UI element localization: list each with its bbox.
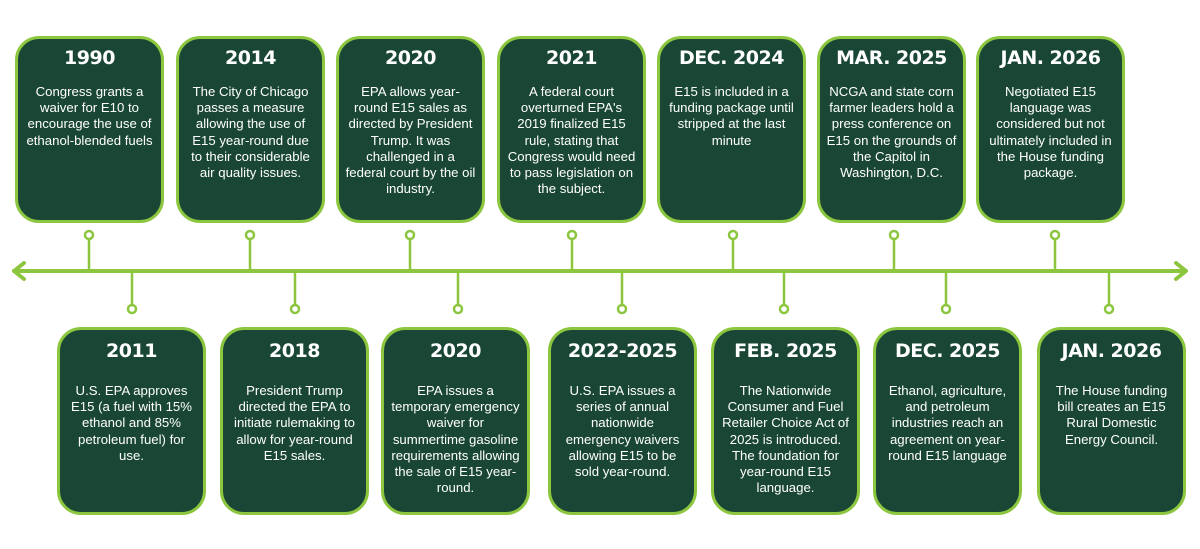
event-date: 2018 <box>269 340 320 362</box>
event-description: U.S. EPA issues a series of annual natio… <box>565 383 680 480</box>
event-date: 2020 <box>385 47 436 69</box>
event-date: MAR. 2025 <box>836 47 947 69</box>
event-date: JAN. 2026 <box>1000 47 1101 69</box>
event-description: Ethanol, agriculture, and petroleum indu… <box>888 383 1007 463</box>
timeline-event-2011: 2011 U.S. EPA approves E15 (a fuel with … <box>57 327 206 515</box>
event-description: The Nationwide Consumer and Fuel Retaile… <box>722 383 849 496</box>
event-date: JAN. 2026 <box>1061 340 1162 362</box>
event-description: Congress grants a waiver for E10 to enco… <box>26 84 153 148</box>
timeline-event-jan-2026-b: JAN. 2026 The House funding bill creates… <box>1037 327 1186 515</box>
event-date: FEB. 2025 <box>734 340 837 362</box>
event-date: DEC. 2024 <box>679 47 784 69</box>
timeline-event-2022-2025: 2022-2025 U.S. EPA issues a series of an… <box>548 327 697 515</box>
timeline-event-2018: 2018 President Trump directed the EPA to… <box>220 327 369 515</box>
event-date: 2022-2025 <box>567 340 678 362</box>
timeline-event-2021: 2021 A federal court overturned EPA's 20… <box>497 36 646 223</box>
event-date: 2011 <box>106 340 157 362</box>
event-description: A federal court overturned EPA's 2019 fi… <box>507 84 636 197</box>
timeline-event-mar-2025: MAR. 2025 NCGA and state corn farmer lea… <box>817 36 966 223</box>
timeline-event-dec-2025: DEC. 2025 Ethanol, agriculture, and petr… <box>873 327 1022 515</box>
event-description: U.S. EPA approves E15 (a fuel with 15% e… <box>71 383 192 463</box>
timeline-event-feb-2025: FEB. 2025 The Nationwide Consumer and Fu… <box>711 327 860 515</box>
event-description: NCGA and state corn farmer leaders hold … <box>826 84 957 181</box>
event-description: Negotiated E15 language was considered b… <box>989 84 1112 181</box>
event-description: President Trump directed the EPA to init… <box>234 383 355 463</box>
arrow-left-icon <box>12 261 26 281</box>
event-date: 2021 <box>546 47 597 69</box>
timeline-event-1990: 1990 Congress grants a waiver for E10 to… <box>15 36 164 223</box>
timeline-event-2020-a: 2020 EPA allows year-round E15 sales as … <box>336 36 485 223</box>
event-description: The City of Chicago passes a measure all… <box>191 84 310 181</box>
event-description: The House funding bill creates an E15 Ru… <box>1055 383 1168 447</box>
timeline-event-2020-b: 2020 EPA issues a temporary emergency wa… <box>381 327 530 515</box>
event-description: E15 is included in a funding package unt… <box>669 84 794 148</box>
arrow-right-icon <box>1174 261 1188 281</box>
event-description: EPA allows year-round E15 sales as direc… <box>345 84 476 197</box>
timeline-event-jan-2026-a: JAN. 2026 Negotiated E15 language was co… <box>976 36 1125 223</box>
event-description: EPA issues a temporary emergency waiver … <box>391 383 520 496</box>
event-date: 2014 <box>225 47 276 69</box>
timeline-event-2014: 2014 The City of Chicago passes a measur… <box>176 36 325 223</box>
timeline-event-dec-2024: DEC. 2024 E15 is included in a funding p… <box>657 36 806 223</box>
event-date: DEC. 2025 <box>895 340 1000 362</box>
event-date: 1990 <box>64 47 115 69</box>
event-date: 2020 <box>430 340 481 362</box>
